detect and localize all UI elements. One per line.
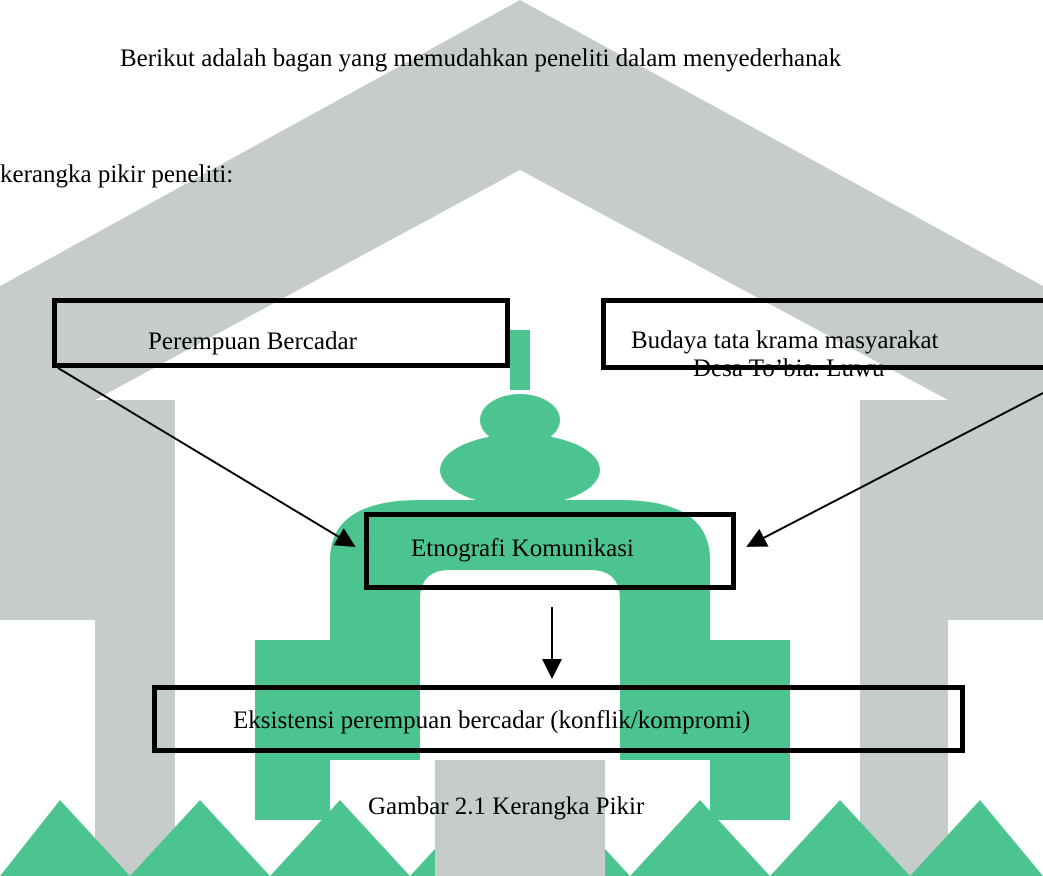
box-eksistensi-label: Eksistensi perempuan bercadar (konflik/k… [233,707,751,734]
paragraph-line-1: Berikut adalah bagan yang memudahkan pen… [120,45,842,72]
box-budaya-tata-krama: Budaya tata krama masyarakat Desa To’bia… [601,298,1043,382]
watermark-center-shaft [435,760,605,876]
arrow-right-to-center [746,392,1043,547]
box-eksistensi: Eksistensi perempuan bercadar (konflik/k… [152,685,965,753]
watermark-roof [0,0,1043,620]
box-etnografi-komunikasi: Etnografi Komunikasi [364,512,736,590]
box-budaya-line-2: Desa To’bia. Luwu [693,355,885,382]
paragraph-line-2: kerangka pikir peneliti: [0,161,234,188]
box-etnografi-label: Etnografi Komunikasi [411,535,634,562]
figure-caption: Gambar 2.1 Kerangka Pikir [368,793,645,820]
arrow-left-to-center [57,367,356,548]
box-budaya-line-1: Budaya tata krama masyarakat [631,327,939,354]
watermark-pillar-left [95,400,175,876]
box-perempuan-bercadar-label: Perempuan Bercadar [148,328,357,355]
box-perempuan-bercadar: Perempuan Bercadar [52,298,510,368]
